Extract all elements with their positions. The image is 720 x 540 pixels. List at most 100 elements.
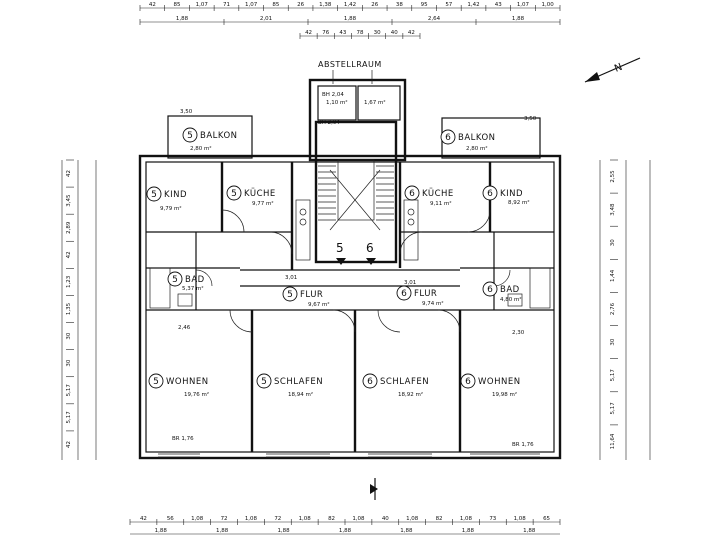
dim-top-1-9: 26: [371, 2, 378, 8]
room-area: 9,74 m²: [422, 300, 444, 307]
dim-bottom-1-8: 1,08: [352, 516, 365, 522]
dim-top-1-13: 1,42: [467, 2, 479, 8]
dim-right-8: 11,64: [610, 433, 616, 449]
room-name: KIND: [164, 190, 187, 200]
dim-top-2-4: 1,88: [512, 16, 525, 22]
room-area: 4,80 m²: [500, 296, 522, 303]
dim-top-1-12: 57: [445, 2, 452, 8]
dim-top-1-7: 1,38: [319, 2, 332, 8]
dim-right-2: 30: [610, 239, 616, 246]
room-area: 8,92 m²: [508, 199, 530, 206]
fixtures: [149, 199, 551, 309]
dim-bottom-2-5: 1,88: [462, 528, 475, 534]
dim-top-1-5: 85: [272, 2, 279, 8]
dim-top-3-4: 30: [374, 30, 381, 36]
dim-right-3: 1,44: [610, 269, 616, 282]
room-name: KIND: [500, 189, 523, 199]
room-area: 9,67 m²: [308, 301, 330, 308]
dim-top-1-15: 1,07: [517, 2, 530, 8]
room-area: 2,80 m²: [190, 145, 212, 152]
dim-top-2-2: 1,88: [344, 16, 357, 22]
room-name: WOHNEN: [166, 377, 209, 387]
dim-right-4: 2,76: [610, 302, 616, 315]
balcony-5-width: 3,50: [180, 109, 193, 115]
dim-right-7: 5,17: [610, 402, 616, 415]
dim-left-10: 42: [66, 441, 72, 448]
dim-bottom-1-7: 82: [328, 516, 335, 522]
interior-dimensions: 2,46 2,30 3,01 3,01 BH 2,04 BR 1,76 BR 1…: [172, 120, 534, 448]
window-note-right: BR 1,76: [512, 442, 534, 448]
dim-top-1-16: 1,00: [542, 2, 555, 8]
svg-text:N: N: [613, 62, 624, 75]
dim-bottom-1-14: 1,08: [514, 516, 527, 522]
unit-number: 5: [172, 275, 178, 285]
dim-bottom-1-12: 1,08: [460, 516, 473, 522]
unit-number-circle: [146, 186, 162, 202]
north-arrow-icon: N: [584, 57, 641, 83]
room-area: 19,98 m²: [492, 391, 517, 398]
dim-bottom-2-4: 1,88: [400, 528, 413, 534]
dim-top-1-10: 38: [396, 2, 403, 8]
stair-label-6: 6: [366, 241, 374, 255]
dim-bottom-2-2: 1,88: [277, 528, 290, 534]
dim-left-1: 3,45: [66, 194, 72, 207]
dim-top-1-14: 43: [495, 2, 502, 8]
room-name: SCHLAFEN: [380, 377, 429, 387]
dim-bottom-2-1: 1,88: [216, 528, 229, 534]
dim-bottom-1-9: 40: [382, 516, 389, 522]
dim-top-1-2: 1,07: [196, 2, 209, 8]
outer-walls: [138, 154, 562, 460]
dim-left-9: 5,17: [66, 411, 72, 424]
stair-label-5: 5: [336, 241, 344, 255]
dim-top-3-0: 42: [305, 30, 312, 36]
storage-1-bh: BH 2,04: [322, 92, 344, 98]
room-name: FLUR: [414, 289, 437, 299]
dim-bottom-1-15: 65: [543, 516, 550, 522]
dim-top-1-4: 1,07: [245, 2, 258, 8]
room-name: WOHNEN: [478, 377, 521, 387]
room-area: 9,77 m²: [252, 200, 274, 207]
unit-number: 6: [487, 189, 493, 199]
dim-bottom-1-3: 72: [221, 516, 228, 522]
dim-top-3-2: 43: [339, 30, 346, 36]
room-name: BAD: [185, 275, 205, 285]
unit-number-circle: [440, 129, 456, 145]
dim-bottom-2-3: 1,88: [339, 528, 352, 534]
window-note-left: BR 1,76: [172, 436, 194, 442]
dim-left-6: 30: [66, 332, 72, 339]
unit-number-circle: [148, 373, 164, 389]
dim-bottom-1-13: 73: [489, 516, 496, 522]
dim-top-2-3: 2,64: [428, 16, 441, 22]
storage-bh-note: BH 2,04: [318, 120, 340, 126]
dim-bottom-1-11: 82: [436, 516, 443, 522]
unit-number-circle: [404, 185, 420, 201]
dim-top-3-6: 42: [408, 30, 415, 36]
dim-bottom-1-4: 1,08: [245, 516, 258, 522]
dim-bottom-1-10: 1,08: [406, 516, 419, 522]
dim-flur-6-width: 3,01: [404, 280, 416, 286]
unit-number: 5: [231, 189, 237, 199]
windows: [158, 453, 540, 458]
unit-number-circle: [167, 271, 183, 287]
dim-top-1-1: 85: [174, 2, 181, 8]
dim-wohnen-6-width: 2,30: [512, 330, 525, 336]
dim-right-5: 30: [610, 338, 616, 345]
dim-left-7: 30: [66, 359, 72, 366]
unit-number-circle: [226, 185, 242, 201]
unit-number-circle: [282, 286, 298, 302]
room-area: 19,76 m²: [184, 391, 209, 398]
room-name: FLUR: [300, 290, 323, 300]
room-area: 18,92 m²: [398, 391, 423, 398]
section-marker-icon: [370, 478, 378, 500]
